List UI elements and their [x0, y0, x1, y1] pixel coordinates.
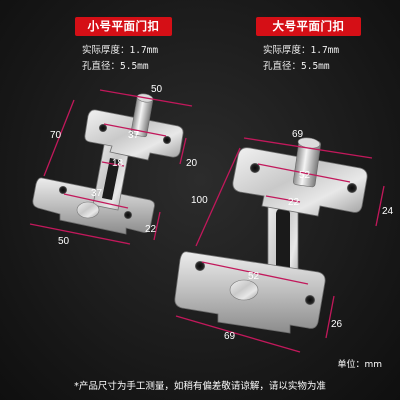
- small-latch-hole: [99, 124, 107, 132]
- dim-line-right-height: [195, 147, 241, 247]
- dim-line-left-top-width: [99, 89, 193, 107]
- dim-label-left-top-width: 50: [151, 84, 163, 95]
- small-latch-knob: [76, 201, 100, 219]
- dim-label-left-upper-spacing: 37: [128, 130, 140, 141]
- dim-line-left-upper-spacing: [103, 123, 167, 137]
- large-latch-hole: [250, 163, 260, 173]
- dim-label-right-height: 100: [191, 195, 208, 206]
- small-latch-hole: [124, 211, 132, 219]
- large-latch-hole: [305, 295, 315, 305]
- dim-line-left-slot: [101, 161, 125, 167]
- dim-label-right-top-width: 69: [292, 129, 304, 140]
- dim-line-right-top-width: [243, 137, 373, 159]
- large-latch-hole: [195, 261, 205, 271]
- dim-line-right-slot: [265, 195, 301, 203]
- dim-line-right-bottom-width: [175, 315, 301, 353]
- dim-label-right-upper-spacing: 52: [299, 170, 311, 181]
- small-latch-hole: [163, 136, 171, 144]
- dim-line-left-upper-height: [179, 137, 187, 165]
- large-latch-title-badge: 大号平面门扣: [256, 17, 361, 36]
- small-latch-hole: [59, 186, 67, 194]
- dim-label-left-height: 70: [50, 130, 62, 141]
- small-latch-title-badge: 小号平面门扣: [75, 17, 172, 36]
- dim-line-left-lower-height: [153, 211, 161, 241]
- large-latch-thickness-spec: 实际厚度：1.7mm: [263, 45, 340, 56]
- dim-line-right-lower-height: [325, 295, 335, 339]
- large-latch: [174, 137, 368, 334]
- dim-label-left-bottom-width: 50: [58, 236, 70, 247]
- dimension-labels: 50 70 37 18 20 37 22 50 69 100 52 22 24 …: [50, 84, 394, 342]
- dim-label-right-lower-height: 26: [331, 319, 343, 330]
- dim-label-left-lower-spacing: 37: [91, 188, 103, 199]
- dim-line-right-lower-spacing: [201, 261, 309, 285]
- footer-disclaimer: *产品尺寸为手工测量，如稍有偏差敬请谅解，请以实物为准: [74, 381, 326, 392]
- dim-label-left-lower-height: 22: [145, 224, 157, 235]
- dim-line-right-upper-height: [375, 185, 385, 227]
- dim-label-right-slot: 22: [288, 197, 300, 208]
- dim-line-left-lower-spacing: [63, 193, 129, 209]
- large-latch-hole: [347, 183, 357, 193]
- unit-note: 单位：mm: [337, 360, 382, 370]
- dim-label-right-bottom-width: 69: [224, 331, 236, 342]
- dim-label-left-slot: 18: [112, 158, 124, 169]
- large-latch-hole-spec: 孔直径：5.5mm: [263, 61, 330, 72]
- dim-line-left-height: [43, 99, 75, 177]
- dim-label-right-upper-height: 24: [382, 206, 394, 217]
- large-latch-knob: [229, 279, 259, 301]
- dim-line-right-upper-spacing: [257, 163, 351, 183]
- large-latch-slot: [276, 208, 290, 280]
- dimension-lines: [29, 89, 385, 353]
- small-latch-hole-spec: 孔直径：5.5mm: [82, 61, 149, 72]
- dim-label-left-upper-height: 20: [186, 158, 198, 169]
- small-latch-slot: [102, 158, 120, 200]
- small-latch-thickness-spec: 实际厚度：1.7mm: [82, 45, 159, 56]
- small-latch: [32, 93, 184, 235]
- dim-line-left-bottom-width: [29, 223, 131, 245]
- dim-label-right-lower-spacing: 52: [248, 271, 260, 282]
